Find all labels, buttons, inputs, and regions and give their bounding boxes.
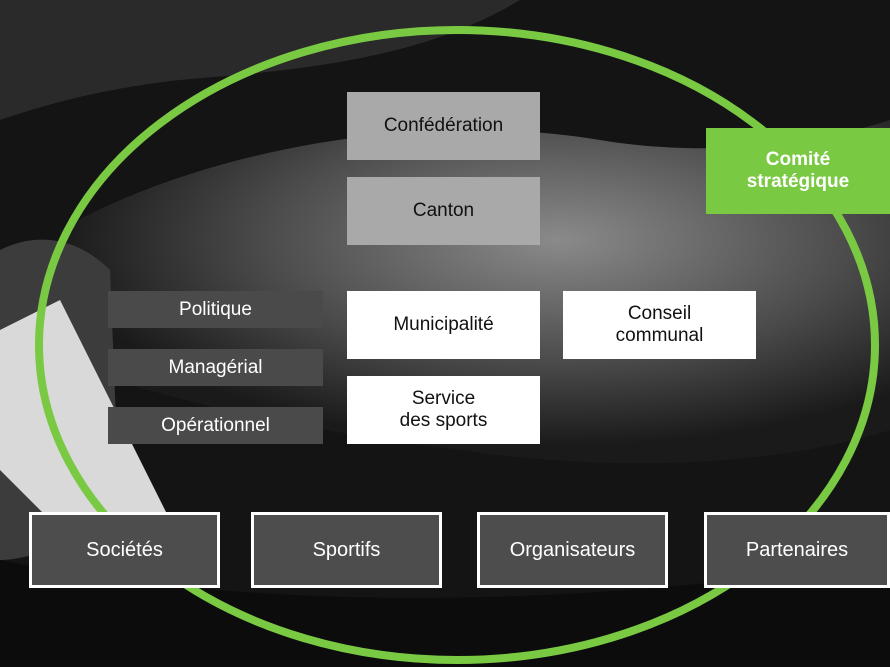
level-politique-label: Politique xyxy=(179,298,252,320)
confederation-box: Confédération xyxy=(347,92,540,160)
service-des-sports-box: Service des sports xyxy=(347,376,540,444)
stakeholder-partenaires-label: Partenaires xyxy=(745,538,849,561)
municipalite-box: Municipalité xyxy=(347,291,540,359)
comite-strategique-box: Comité stratégique xyxy=(706,128,890,214)
comite-strategique-label: Comité stratégique xyxy=(746,149,850,192)
stakeholder-ellipse xyxy=(35,26,879,664)
canton-box: Canton xyxy=(347,177,540,245)
stakeholder-partenaires-box: Partenaires xyxy=(704,512,890,588)
level-operationnel-label: Opérationnel xyxy=(161,414,270,436)
level-operationnel-box: Opérationnel xyxy=(108,407,323,444)
stakeholder-sportifs-box: Sportifs xyxy=(251,512,442,588)
service-des-sports-label: Service des sports xyxy=(399,388,488,431)
conseil-communal-box: Conseil communal xyxy=(563,291,756,359)
stakeholder-sportifs-label: Sportifs xyxy=(312,538,381,561)
conseil-communal-label: Conseil communal xyxy=(615,303,704,346)
stakeholder-societes-box: Sociétés xyxy=(29,512,220,588)
confederation-label: Confédération xyxy=(383,115,504,137)
level-managerial-label: Managérial xyxy=(168,356,263,378)
municipalite-label: Municipalité xyxy=(393,314,494,336)
stakeholder-organisateurs-label: Organisateurs xyxy=(509,538,636,561)
canton-label: Canton xyxy=(412,200,475,222)
level-managerial-box: Managérial xyxy=(108,349,323,386)
level-politique-box: Politique xyxy=(108,291,323,328)
stakeholder-societes-label: Sociétés xyxy=(86,538,163,561)
stakeholder-organisateurs-box: Organisateurs xyxy=(477,512,668,588)
